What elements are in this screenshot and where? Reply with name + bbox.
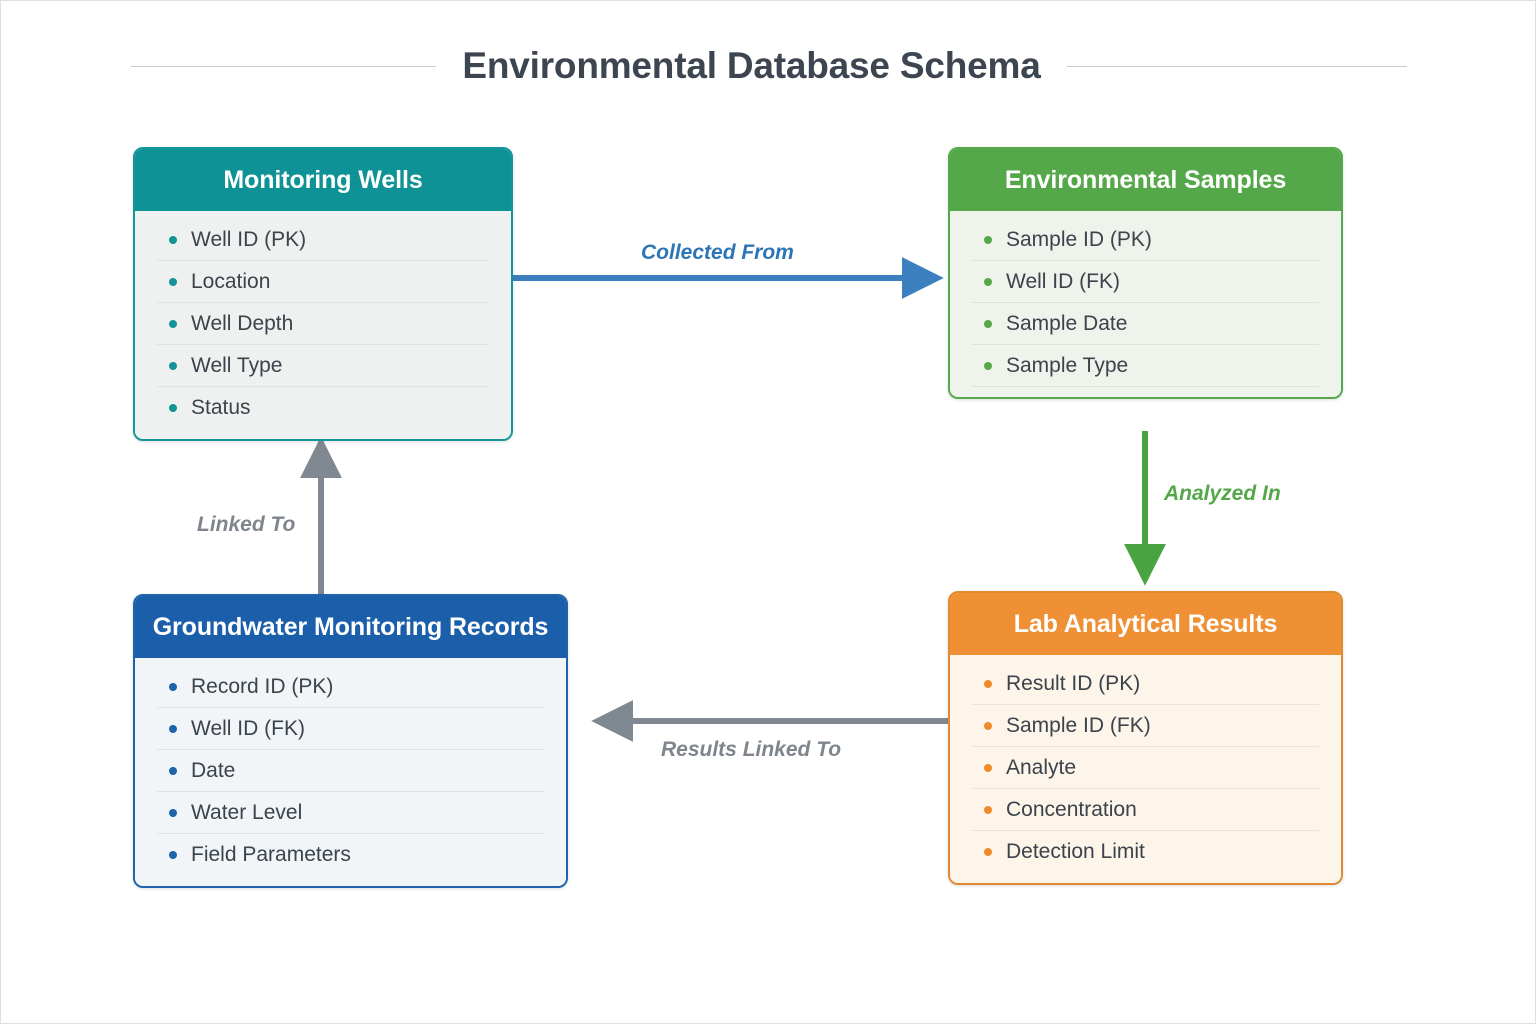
field-label: Well ID (PK) <box>191 227 307 251</box>
field-row: Field Parameters <box>157 834 544 876</box>
field-row: Record ID (PK) <box>157 666 544 708</box>
title-rule-left <box>131 65 437 67</box>
entity-header-environmental-samples: Environmental Samples <box>950 149 1341 211</box>
field-label: Status <box>191 396 251 419</box>
page-title: Environmental Database Schema <box>462 45 1041 86</box>
field-row: Well Depth <box>157 303 489 345</box>
field-label: Field Parameters <box>191 843 351 866</box>
field-label: Well ID (FK) <box>1006 269 1120 293</box>
bullet-icon <box>169 682 177 691</box>
field-row: Sample Date <box>972 303 1319 345</box>
field-label: Well ID (FK) <box>191 716 305 740</box>
field-row: Sample Type <box>972 345 1319 387</box>
bullet-icon <box>169 766 177 775</box>
field-row: Well ID (PK) <box>157 219 489 261</box>
entity-lab-analytical-results[interactable]: Lab Analytical Results Result ID (PK) Sa… <box>948 591 1343 885</box>
field-row: Well ID (FK) <box>972 261 1319 303</box>
field-label: Sample ID (FK) <box>1006 713 1151 737</box>
field-label: Well Depth <box>191 311 294 335</box>
bullet-icon <box>984 361 992 370</box>
bullet-icon <box>984 277 992 286</box>
bullet-icon <box>169 235 177 244</box>
entity-header-groundwater-monitoring-records: Groundwater Monitoring Records <box>135 596 566 658</box>
entity-monitoring-wells[interactable]: Monitoring Wells Well ID (PK) Location W… <box>133 147 513 441</box>
page-title-row: Environmental Database Schema <box>1 45 1536 87</box>
entity-header-lab-analytical-results: Lab Analytical Results <box>950 593 1341 655</box>
bullet-icon <box>169 361 177 370</box>
title-rule-right <box>1066 65 1407 67</box>
relationship-label-analyzed-in: Analyzed In <box>1164 482 1281 505</box>
field-label: Concentration <box>1006 797 1137 821</box>
field-row: Water Level <box>157 792 544 834</box>
field-label: Result ID (PK) <box>1006 671 1141 695</box>
field-row: Sample ID (FK) <box>972 705 1319 747</box>
field-row: Concentration <box>972 789 1319 831</box>
field-label: Analyte <box>1006 755 1077 779</box>
bullet-icon <box>169 724 177 733</box>
bullet-icon <box>984 848 992 856</box>
field-label: Water Level <box>191 800 303 824</box>
field-label: Detection Limit <box>1006 840 1145 863</box>
field-label: Record ID (PK) <box>191 674 334 698</box>
entity-body-monitoring-wells: Well ID (PK) Location Well Depth Well Ty… <box>135 211 511 439</box>
bullet-icon <box>984 721 992 730</box>
entity-body-lab-analytical-results: Result ID (PK) Sample ID (FK) Analyte Co… <box>950 655 1341 883</box>
field-label: Sample Type <box>1006 353 1129 377</box>
entity-header-monitoring-wells: Monitoring Wells <box>135 149 511 211</box>
bullet-icon <box>984 319 992 328</box>
relationship-label-linked-to: Linked To <box>197 513 296 536</box>
bullet-icon <box>984 805 992 814</box>
field-label: Well Type <box>191 353 283 377</box>
field-row: Well ID (FK) <box>157 708 544 750</box>
field-row: Date <box>157 750 544 792</box>
entity-environmental-samples[interactable]: Environmental Samples Sample ID (PK) Wel… <box>948 147 1343 399</box>
bullet-icon <box>984 763 992 772</box>
field-row: Analyte <box>972 747 1319 789</box>
field-row: Result ID (PK) <box>972 663 1319 705</box>
bullet-icon <box>984 235 992 244</box>
relationship-label-collected-from: Collected From <box>641 241 794 264</box>
field-label: Date <box>191 758 236 782</box>
entity-body-groundwater-monitoring-records: Record ID (PK) Well ID (FK) Date Water L… <box>135 658 566 886</box>
entity-groundwater-monitoring-records[interactable]: Groundwater Monitoring Records Record ID… <box>133 594 568 888</box>
field-row: Location <box>157 261 489 303</box>
bullet-icon <box>169 404 177 412</box>
field-row: Well Type <box>157 345 489 387</box>
bullet-icon <box>984 679 992 688</box>
relationship-label-results-linked-to: Results Linked To <box>661 738 842 761</box>
entity-body-environmental-samples: Sample ID (PK) Well ID (FK) Sample Date … <box>950 211 1341 397</box>
bullet-icon <box>169 277 177 286</box>
field-row: Detection Limit <box>972 831 1319 873</box>
field-row: Sample ID (PK) <box>972 219 1319 261</box>
field-label: Sample Date <box>1006 311 1128 335</box>
bullet-icon <box>169 851 177 859</box>
bullet-icon <box>169 319 177 328</box>
bullet-icon <box>169 808 177 817</box>
field-label: Location <box>191 269 271 293</box>
field-row: Status <box>157 387 489 429</box>
field-label: Sample ID (PK) <box>1006 227 1152 251</box>
